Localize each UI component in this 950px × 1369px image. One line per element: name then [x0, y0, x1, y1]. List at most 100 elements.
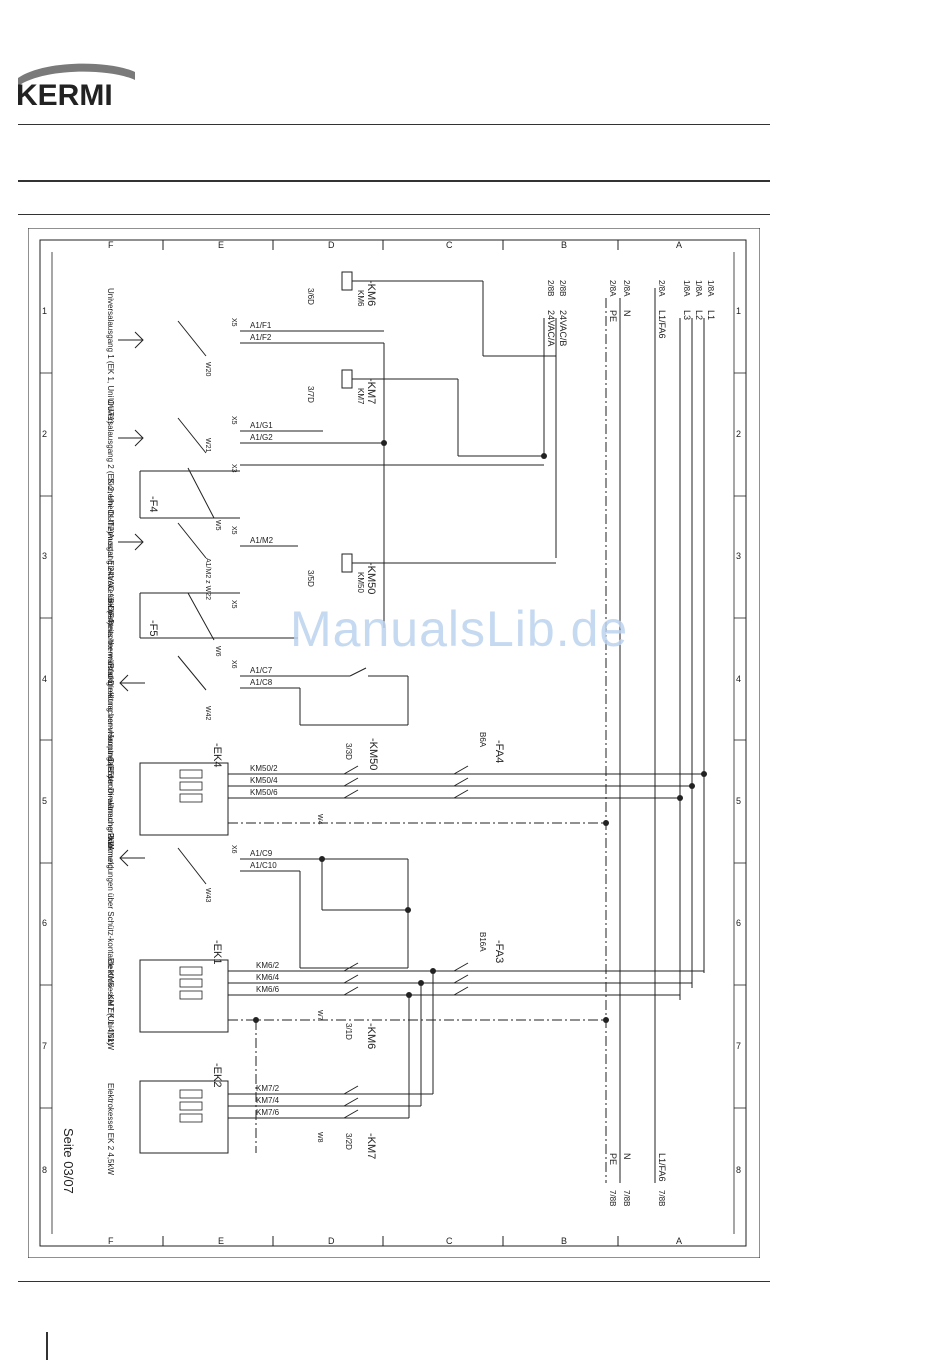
bottom-ref-3: 7/8B [608, 1190, 617, 1206]
col-e-top: E [218, 240, 224, 250]
label-km50-6: KM50/6 [250, 788, 278, 797]
label-a1-m2: A1/M2 [250, 536, 274, 545]
breaker-fa4-rating: B6A [478, 732, 487, 748]
wire-w21: W21 [204, 438, 211, 453]
supply-ref-8: 2/8B [546, 280, 555, 296]
breaker-fa4: -FA4 [493, 740, 505, 763]
wire-w4: W4 [316, 814, 323, 825]
row-6-left: 6 [42, 918, 47, 928]
terminal-x6-2: X6 [230, 845, 237, 854]
supply-ref-6: 2/8A [608, 280, 617, 297]
row-7-right: 7 [736, 1041, 741, 1051]
wire-w20: W20 [204, 362, 211, 377]
header-rule-3 [18, 214, 770, 215]
row-4-right: 4 [736, 674, 741, 684]
wiring-schematic: F E D C B A F E D C B A 1 2 3 4 5 6 7 8 … [28, 228, 760, 1258]
aux-ref-2: 3/1D [344, 1023, 353, 1040]
label-a1-g1: A1/G1 [250, 421, 273, 430]
supply-ref-7: 2/8B [558, 280, 567, 296]
bottom-line-l1-fa6: L1/FA6 [657, 1153, 667, 1182]
label-a1-c7: A1/C7 [250, 666, 273, 675]
label-km50-4: KM50/4 [250, 776, 278, 785]
desc-f5: Sicherheits-thermostat Direktnacher-wärm… [106, 598, 115, 778]
label-a1-g2: A1/G2 [250, 433, 273, 442]
footer-rule [18, 1281, 770, 1282]
col-c-bottom: C [446, 1236, 453, 1246]
desc-ek1: Elektrokessel EK 1 4,5kW [106, 958, 115, 1050]
device-ek4: -EK4 [211, 743, 223, 767]
line-l3: L3 [682, 310, 692, 320]
bottom-line-pe: PE [608, 1153, 618, 1165]
aux-ref-1: 3/3D [344, 743, 353, 760]
km50-ref: 3/5D [306, 570, 315, 587]
page-label: Seite 03/07 [61, 1128, 76, 1194]
row-1-right: 1 [736, 306, 741, 316]
col-a-bottom: A [676, 1236, 682, 1246]
bottom-line-n: N [622, 1153, 632, 1160]
col-d-bottom: D [328, 1236, 335, 1246]
line-l2: L2 [694, 310, 704, 320]
bottom-ref-2: 7/8B [622, 1190, 631, 1206]
row-5-left: 5 [42, 796, 47, 806]
line-24vac-a: 24VAC/A [546, 310, 556, 346]
col-d-top: D [328, 240, 335, 250]
desc-feedback-km50: Rückmeldung vom Hauptrelais der Direktna… [106, 663, 115, 869]
terminal-x5-1: X5 [230, 318, 237, 327]
desc-uni-out2: Universalausgang 2 (EK 2, Uni OUT2) [106, 398, 115, 534]
desc-ek2: Elektrokessel EK 2 4,5kW [106, 1083, 115, 1175]
col-a-top: A [676, 240, 682, 250]
desc-ek4: Drehstrom-wärmung 2kW [106, 758, 115, 850]
supply-ref-2: 1/8A [694, 280, 703, 297]
inner-border [39, 239, 747, 1247]
line-l1: L1 [706, 310, 716, 320]
supply-ref-3: 1/8A [682, 280, 691, 297]
aux-km6: -KM6 [365, 1023, 377, 1049]
bottom-ref-1: 7/8B [657, 1190, 666, 1206]
line-n: N [622, 310, 632, 317]
label-km6-6: KM6/6 [256, 985, 280, 994]
ek2-box [139, 1080, 229, 1154]
breaker-fa3: -FA3 [493, 940, 505, 963]
desc-24vac: Ausgang 24VAC für Direktnacher-wärmung [106, 533, 115, 686]
terminal-x3: X3 [230, 464, 237, 473]
wire-w43: W43 [204, 888, 211, 903]
terminal-x5-3: X5 [230, 526, 237, 535]
wire-w22: A1/M2 z W22 [204, 558, 211, 600]
row-8-left: 8 [42, 1165, 47, 1175]
row-4-left: 4 [42, 674, 47, 684]
aux-ref-3: 3/2D [344, 1133, 353, 1150]
header-rule-2 [18, 180, 770, 182]
desc-uni-out1: Universalausgang 1 (EK 1, Uni OUT1) [106, 288, 115, 424]
aux-km7: -KM7 [365, 1133, 377, 1159]
device-ek2: -EK2 [211, 1063, 223, 1087]
km7-ref: 3/7D [306, 386, 315, 403]
row-1-left: 1 [42, 306, 47, 316]
device-f4: -F4 [147, 496, 159, 513]
line-l1-fa6: L1/FA6 [657, 310, 667, 339]
label-a1-f1: A1/F1 [250, 321, 272, 330]
desc-f4: Sicherheits-thermostat Elektrokessel (F4… [106, 478, 115, 625]
row-8-right: 8 [736, 1165, 741, 1175]
wire-w6: W6 [214, 646, 221, 657]
terminal-x5-4: X5 [230, 600, 237, 609]
ek1-box [139, 959, 229, 1033]
km6-ref: 3/6D [306, 288, 315, 305]
terminal-x5-2: X5 [230, 416, 237, 425]
contactor-km6-sub: KM6 [356, 290, 365, 307]
ek4-box [139, 762, 229, 836]
device-f5: -F5 [147, 620, 159, 637]
contactor-km7-sub: KM7 [356, 388, 365, 405]
label-km7-6: KM7/6 [256, 1108, 280, 1117]
row-5-right: 5 [736, 796, 741, 806]
terminal-x6-1: X6 [230, 660, 237, 669]
col-b-top: B [561, 240, 567, 250]
row-6-right: 6 [736, 918, 741, 928]
wire-w42: W42 [204, 706, 211, 721]
watermark: ManualsLib.de [290, 601, 629, 657]
label-km6-2: KM6/2 [256, 961, 280, 970]
device-ek1: -EK1 [211, 940, 223, 964]
margin-marker [46, 1332, 48, 1360]
supply-ref-1: 1/8A [706, 280, 715, 297]
label-km6-4: KM6/4 [256, 973, 280, 982]
contactor-km7: -KM7 [365, 378, 377, 404]
